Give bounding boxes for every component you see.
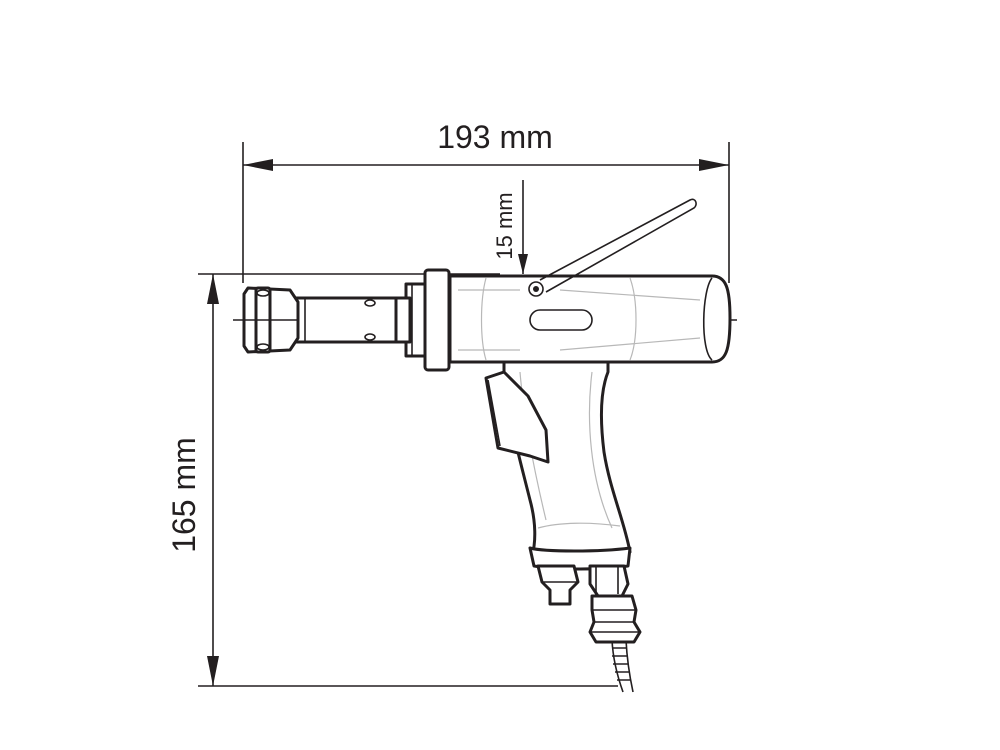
flange-step bbox=[394, 296, 412, 344]
trigger-lever bbox=[484, 370, 550, 464]
length-arrow-right bbox=[699, 159, 729, 171]
spindle-hole-top bbox=[364, 299, 376, 307]
bit-holder bbox=[242, 286, 300, 354]
offset-arrow-top bbox=[518, 254, 528, 274]
length-arrow-left bbox=[243, 159, 273, 171]
exhaust-fitting bbox=[536, 564, 580, 606]
hanger-bail bbox=[539, 198, 697, 293]
quick-coupler bbox=[588, 594, 642, 644]
length-dimension: 193 mm bbox=[242, 119, 730, 283]
height-arrow-bottom bbox=[207, 656, 219, 686]
trigger bbox=[484, 370, 550, 464]
motor-housing bbox=[448, 198, 732, 364]
spindle-tube bbox=[294, 296, 398, 344]
air-hose bbox=[611, 639, 634, 693]
extension-spindle bbox=[294, 296, 398, 344]
height-label: 165 mm bbox=[166, 437, 202, 553]
grip-base bbox=[528, 546, 642, 644]
length-label: 193 mm bbox=[437, 119, 553, 155]
offset-label: 15 mm bbox=[492, 192, 517, 259]
front-flange-ring bbox=[423, 268, 451, 372]
front-flange bbox=[394, 268, 451, 372]
spindle-hole-bottom bbox=[364, 333, 376, 341]
hanger-pivot bbox=[528, 281, 544, 297]
height-arrow-top bbox=[207, 274, 219, 304]
reverse-switch-slot bbox=[529, 309, 593, 331]
height-dimension: 165 mm bbox=[166, 273, 618, 687]
housing-body bbox=[448, 274, 732, 364]
